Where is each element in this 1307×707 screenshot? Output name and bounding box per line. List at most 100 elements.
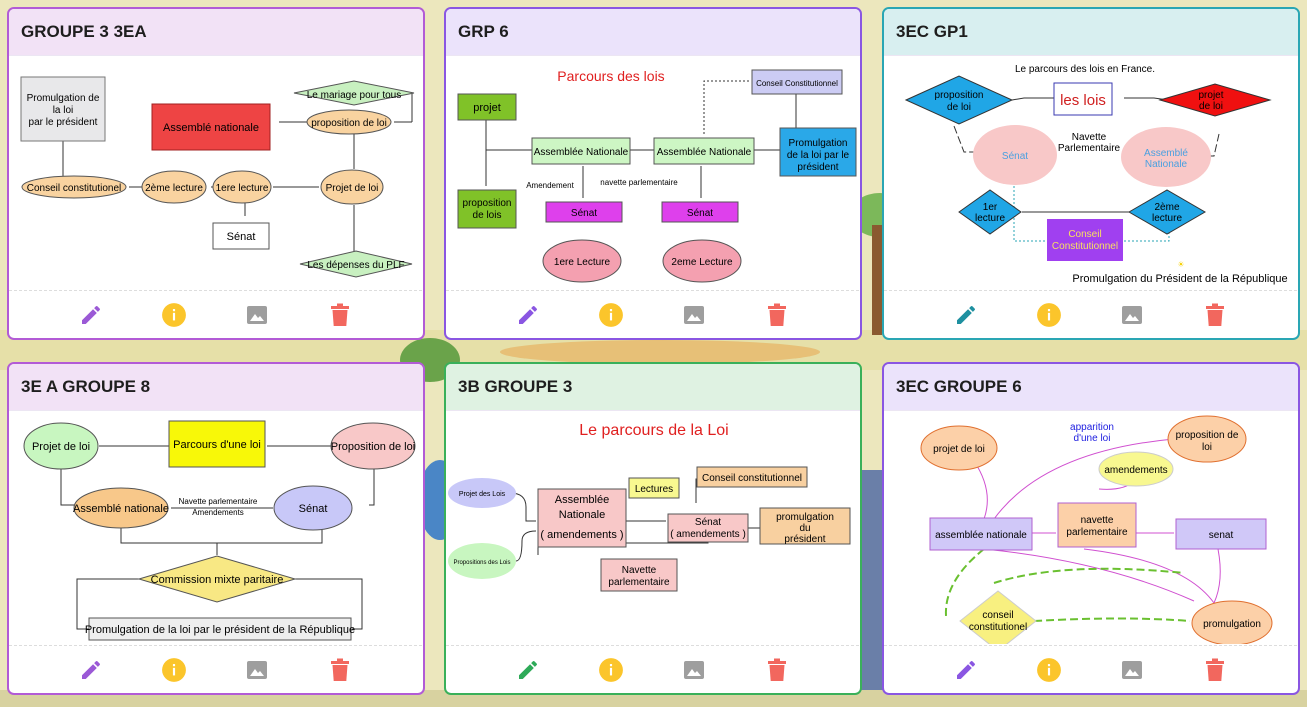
box-projet xyxy=(457,93,517,121)
label: promulgation xyxy=(1203,619,1261,630)
label: Sénat xyxy=(695,517,721,528)
ellipse-senat xyxy=(973,125,1057,185)
diamond-1er xyxy=(958,189,1022,235)
label: ( amendements ) xyxy=(670,529,746,540)
info-icon[interactable] xyxy=(598,302,624,328)
diagram: Parcours d'une loi Projet de loi Proposi… xyxy=(23,420,416,641)
ellipse-projet xyxy=(448,478,516,508)
edit-pencil-icon[interactable] xyxy=(515,657,541,683)
diagram: apparition d'une loi projet de loi propo… xyxy=(920,415,1273,644)
lightbulb-icon: ☀ xyxy=(1177,260,1184,269)
edit-pencil-icon[interactable] xyxy=(78,657,104,683)
trash-icon[interactable] xyxy=(1202,302,1228,328)
image-icon[interactable] xyxy=(1119,302,1145,328)
card-title: 3E A GROUPE 8 xyxy=(9,364,423,411)
label: ( amendements ) xyxy=(540,529,623,541)
label: lecture xyxy=(975,213,1005,224)
ellipse-projet xyxy=(23,422,99,470)
card-preview[interactable]: apparition d'une loi projet de loi propo… xyxy=(884,411,1297,644)
diagram-title: Le parcours des lois en France. xyxy=(1015,64,1155,75)
trash-icon[interactable] xyxy=(327,302,353,328)
trash-icon[interactable] xyxy=(764,302,790,328)
trash-icon[interactable] xyxy=(327,657,353,683)
image-icon[interactable] xyxy=(681,302,707,328)
label: projet xyxy=(473,102,501,114)
card-toolbar xyxy=(9,290,422,338)
info-icon[interactable] xyxy=(598,657,624,683)
label: Les dépenses du PLF xyxy=(307,260,404,271)
card-5: 3B GROUPE 3 Le parcours de la Loi Projet… xyxy=(444,362,862,695)
image-icon[interactable] xyxy=(244,302,270,328)
card-1: GROUPE 3 3EA Promulgation de la loi par … xyxy=(7,7,425,340)
diagram-title: Parcours des lois xyxy=(557,68,664,84)
info-icon[interactable] xyxy=(161,657,187,683)
diamond-cmp xyxy=(137,555,297,603)
box-promulgation xyxy=(20,76,106,142)
edit-pencil-icon[interactable] xyxy=(953,657,979,683)
box-navette xyxy=(600,558,678,592)
ellipse-conseil xyxy=(21,175,127,199)
box-conseil xyxy=(751,69,843,95)
info-icon[interactable] xyxy=(161,302,187,328)
card-toolbar xyxy=(9,645,422,693)
trash-icon[interactable] xyxy=(1202,657,1228,683)
box-lectures xyxy=(628,477,680,499)
edit-pencil-icon[interactable] xyxy=(953,302,979,328)
ellipse-proposition xyxy=(330,422,416,470)
label: du xyxy=(799,523,810,534)
label: assemblée nationale xyxy=(935,530,1027,541)
label: Proposition de loi xyxy=(331,441,415,453)
card-6: 3EC GROUPE 6 apparition d'une loi projet… xyxy=(882,362,1300,695)
label: Conseil constitutionnel xyxy=(702,473,802,484)
label: de loi xyxy=(1199,101,1223,112)
label: Navette xyxy=(622,565,657,576)
card-preview[interactable]: Parcours des lois Conseil Constitutionne… xyxy=(446,56,859,289)
diagram: Le parcours des lois en France. proposit… xyxy=(904,64,1288,285)
box-senat-1 xyxy=(545,201,623,223)
label: de loi xyxy=(947,102,971,113)
box-conseil xyxy=(1047,219,1123,261)
label: Navette xyxy=(1072,132,1107,143)
box-lois xyxy=(1053,82,1113,116)
info-icon[interactable] xyxy=(1036,302,1062,328)
ellipse-an xyxy=(73,487,169,529)
box-an-1 xyxy=(531,137,631,165)
label: Assemblée xyxy=(555,494,609,506)
box-parcours xyxy=(168,420,266,468)
label: Projet de loi xyxy=(326,183,379,194)
trash-icon[interactable] xyxy=(764,657,790,683)
card-title: 3EC GP1 xyxy=(884,9,1298,56)
ellipse-senat xyxy=(273,485,353,531)
box-assemblee xyxy=(151,103,271,151)
ellipse-proposition xyxy=(448,543,516,579)
box-promulgation xyxy=(779,127,857,177)
ellipse-an xyxy=(1121,127,1211,187)
label: président xyxy=(784,534,825,545)
box-navette xyxy=(1057,502,1137,548)
card-preview[interactable]: Parcours d'une loi Projet de loi Proposi… xyxy=(9,411,422,644)
image-icon[interactable] xyxy=(681,657,707,683)
label: Promulgation xyxy=(789,138,848,149)
info-icon[interactable] xyxy=(1036,657,1062,683)
label: Projet des Lois xyxy=(459,491,506,498)
diagram: Promulgation de la loi par le président … xyxy=(20,76,415,278)
label: amendements xyxy=(1104,465,1167,476)
label: Sénat xyxy=(571,208,597,219)
label: 1ere Lecture xyxy=(554,257,611,268)
label: navette xyxy=(1081,515,1114,526)
label: projet xyxy=(1198,90,1223,101)
diamond-conseil xyxy=(959,590,1037,644)
card-preview[interactable]: Le parcours des lois en France. proposit… xyxy=(884,56,1297,289)
image-icon[interactable] xyxy=(1119,657,1145,683)
card-preview[interactable]: Le parcours de la Loi Projet des Lois Pr… xyxy=(446,411,859,644)
label: proposition xyxy=(935,90,984,101)
edit-pencil-icon[interactable] xyxy=(78,302,104,328)
card-preview[interactable]: Promulgation de la loi par le président … xyxy=(9,56,422,289)
label: projet de loi xyxy=(933,444,985,455)
ellipse-1ere xyxy=(542,239,622,283)
ellipse-promulgation xyxy=(1191,600,1273,644)
box-senat-2 xyxy=(661,201,739,223)
edit-pencil-icon[interactable] xyxy=(515,302,541,328)
image-icon[interactable] xyxy=(244,657,270,683)
label: Assemblé xyxy=(1144,148,1188,159)
